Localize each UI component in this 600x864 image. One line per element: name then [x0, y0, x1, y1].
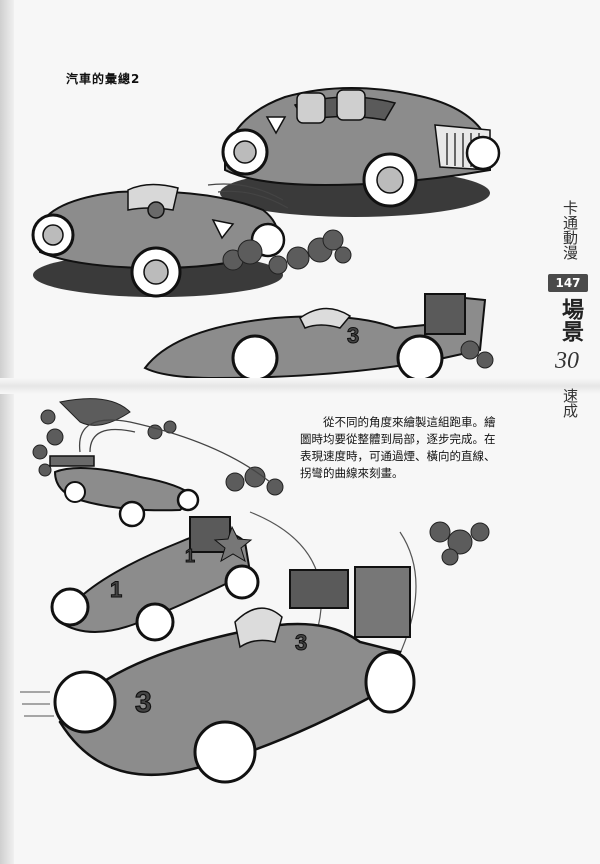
- description-text: 從不同的角度來繪製這組跑車。繪圖時均要從整體到局部，逐步完成。在表現速度時，可通…: [300, 415, 496, 480]
- car-number-mid: 1: [110, 577, 122, 602]
- scene-number: 30: [555, 348, 579, 374]
- page-number: 147: [548, 274, 588, 292]
- race-cars-illustration-bottom: 1 1 3 3: [20, 398, 490, 784]
- speed-label: 速成: [561, 388, 579, 418]
- car-number-front: 3: [135, 686, 152, 719]
- convertible-illustration: [31, 183, 352, 298]
- page-spine: [0, 0, 14, 864]
- svg-text:3: 3: [295, 630, 307, 655]
- roadster-illustration-top: [220, 87, 501, 217]
- car-number-top: 3: [347, 323, 359, 348]
- scene-label: 場景: [558, 298, 584, 342]
- section-title: 汽車的彙總2: [66, 72, 141, 86]
- race-car-illustration-top: 3: [143, 293, 494, 378]
- page-fold: [0, 378, 600, 394]
- svg-text:1: 1: [185, 546, 195, 566]
- side-category-label: 卡通動漫: [561, 200, 579, 260]
